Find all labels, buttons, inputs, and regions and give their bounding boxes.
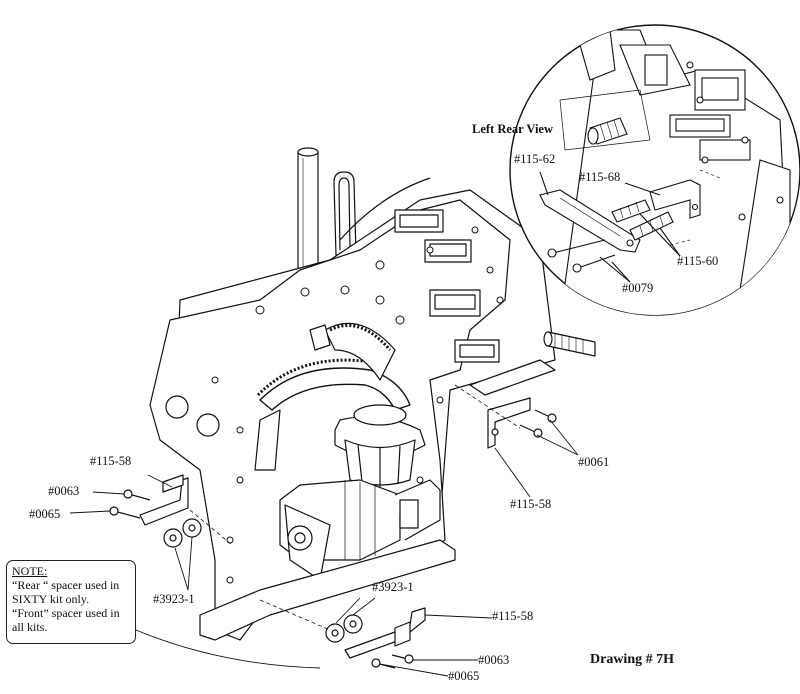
bolt-0061-b — [534, 409, 557, 423]
part-label-3923-1-left: #3923-1 — [153, 592, 195, 606]
bolt-0061-a — [519, 424, 543, 438]
part-label-0079: #0079 — [622, 281, 654, 295]
bolt-0063-left — [123, 489, 151, 501]
spacers-left — [163, 518, 202, 548]
note-line: SIXTY kit only. — [12, 592, 90, 606]
fan-shroud — [334, 404, 426, 488]
note-box: NOTE: “Rear “ spacer used in SIXTY kit o… — [6, 560, 136, 644]
note-heading: NOTE: — [12, 564, 48, 578]
part-label-0063-left: #0063 — [48, 484, 80, 498]
part-label-0063-bottom: #0063 — [478, 653, 510, 667]
part-label-115-68: #115-68 — [579, 170, 621, 184]
part-label-115-58-left: #115-58 — [90, 454, 132, 468]
bolt-0063-bottom — [391, 654, 414, 664]
bracket-115-68 — [649, 179, 701, 219]
lower-frame-base — [199, 539, 456, 641]
upper-guide — [333, 171, 357, 256]
part-label-3923-1-bottom: #3923-1 — [372, 580, 414, 594]
helicopter-frame — [109, 147, 596, 669]
main-shaft — [297, 147, 319, 273]
note-line: “Rear “ spacer used in — [12, 578, 120, 592]
roller-right — [543, 331, 596, 357]
note-line: all kits. — [12, 620, 48, 634]
leader-lines — [69, 419, 579, 677]
part-label-115-62: #115-62 — [514, 152, 556, 166]
bottom-front-bracket — [259, 599, 426, 669]
part-label-0065-left: #0065 — [29, 507, 61, 521]
part-label-115-58-right: #115-58 — [510, 497, 552, 511]
part-label-0061: #0061 — [578, 455, 610, 469]
part-label-115-58-bottom: #115-58 — [492, 609, 534, 623]
note-line: “Front” spacer used in — [12, 606, 120, 620]
screws-0079 — [547, 239, 616, 273]
drawing-title: Drawing # 7H — [590, 652, 674, 667]
right-rear-bracket — [454, 359, 557, 449]
part-label-0065-bottom: #0065 — [448, 669, 480, 683]
roller-inset — [587, 117, 628, 145]
inset-title: Left Rear View — [472, 122, 553, 136]
bolt-0065-bottom — [371, 658, 396, 669]
part-label-115-60: #115-60 — [677, 254, 719, 268]
engine — [279, 479, 441, 581]
main-gear — [256, 322, 411, 411]
bolt-0065-left — [109, 506, 141, 519]
inset-left-rear-view — [339, 24, 800, 316]
left-front-bracket — [109, 474, 233, 546]
plate-115-62 — [539, 189, 641, 253]
